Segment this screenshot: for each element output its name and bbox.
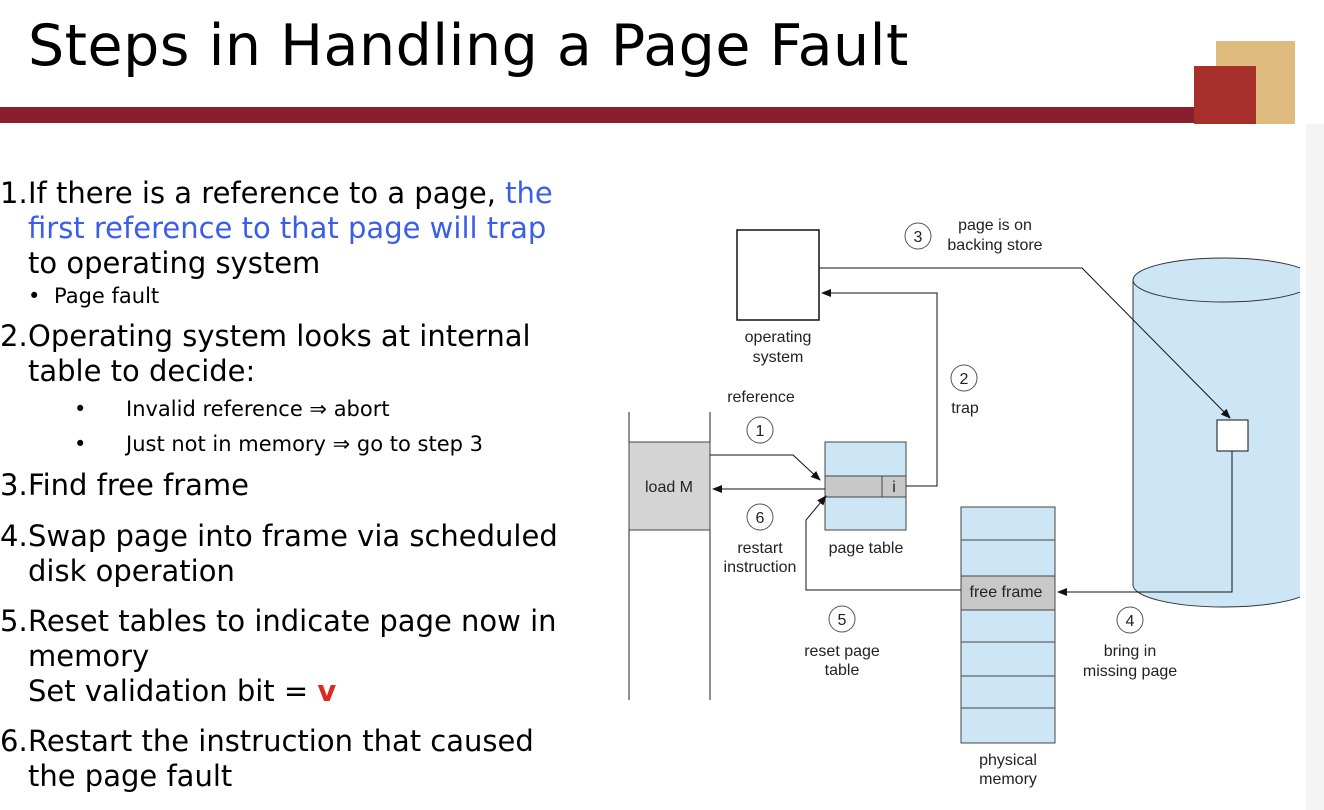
step-marker-2: 2 <box>950 364 978 392</box>
load-m-label: load M <box>645 479 693 496</box>
step-text: Restart the instruction that caused the … <box>28 724 534 793</box>
svg-text:1: 1 <box>756 423 765 440</box>
page-fault-diagram: operating system load M i page table fre… <box>628 217 1300 788</box>
svg-text:2: 2 <box>960 371 969 388</box>
operating-system-box <box>736 229 820 321</box>
step-number: 6. <box>0 724 28 758</box>
step-text: to operating system <box>28 246 321 280</box>
step-text: Reset tables to indicate page now in mem… <box>28 604 557 673</box>
free-frame <box>960 575 1056 611</box>
validation-bit-value: v <box>317 674 337 708</box>
arrow-to-disk <box>819 267 1231 419</box>
restart-label: restart <box>737 540 783 557</box>
backing-store-disk <box>1132 257 1300 608</box>
step-3: 3.Find free frame <box>0 468 580 503</box>
step-marker-1: 1 <box>746 416 774 444</box>
svg-text:6: 6 <box>756 510 765 527</box>
step-number: 5. <box>0 604 28 638</box>
step-6: 6.Restart the instruction that caused th… <box>0 724 568 794</box>
trap-label: trap <box>951 400 979 417</box>
restart-label: instruction <box>724 559 797 576</box>
slide-title: Steps in Handling a Page Fault <box>28 13 909 79</box>
reference-label: reference <box>727 389 795 406</box>
invalid-bit-label: i <box>892 479 896 496</box>
step-number: 1. <box>0 176 28 210</box>
steps-list: 1.If there is a reference to a page, the… <box>0 176 580 794</box>
physical-memory <box>960 506 1056 744</box>
step-text: Set validation bit = <box>28 674 318 708</box>
step-number: 4. <box>0 519 28 553</box>
disk-page-block <box>1216 419 1249 452</box>
backing-store-label: page is on <box>958 217 1032 234</box>
right-edge-shade <box>1306 124 1324 810</box>
arrow-bring-in <box>1057 451 1233 596</box>
svg-text:4: 4 <box>1126 613 1135 630</box>
free-frame-label: free frame <box>970 584 1043 601</box>
step-marker-6: 6 <box>746 503 774 531</box>
step-2-subitem: •Just not in memory ⇒ go to step 3 <box>74 432 483 456</box>
step-number: 2. <box>0 319 28 353</box>
backing-store-label: backing store <box>947 237 1042 254</box>
step-5: 5.Reset tables to indicate page now in m… <box>0 604 593 709</box>
step-2-subitem: •Invalid reference ⇒ abort <box>74 397 390 421</box>
step-text: Operating system looks at internal table… <box>28 319 531 388</box>
svg-text:5: 5 <box>838 612 847 629</box>
step-2: 2.Operating system looks at internal tab… <box>0 319 538 389</box>
physical-memory-label: memory <box>979 771 1037 788</box>
physical-memory-label: physical <box>979 752 1037 769</box>
svg-text:3: 3 <box>914 229 923 246</box>
load-m-instruction <box>628 441 711 531</box>
arrow-reference <box>710 454 821 481</box>
corner-decoration-red <box>1194 66 1256 124</box>
os-label: operating <box>745 329 812 346</box>
reset-table-label: reset page <box>804 643 880 660</box>
step-number: 3. <box>0 468 28 502</box>
step-highlight-text: the first reference to that page will tr… <box>28 176 553 245</box>
step-marker-5: 5 <box>828 605 856 633</box>
step-text: Find free frame <box>28 468 250 502</box>
step-marker-3: 3 <box>904 222 932 250</box>
bring-in-label: missing page <box>1083 663 1177 680</box>
arrow-trap <box>821 289 938 487</box>
step-marker-4: 4 <box>1116 606 1144 634</box>
title-underline-bar <box>0 107 1194 123</box>
step-text: If there is a reference to a page, <box>28 176 506 210</box>
reset-table-label: table <box>825 662 860 679</box>
step-1-subitem: •Page fault <box>28 284 160 308</box>
step-1: 1.If there is a reference to a page, the… <box>0 176 568 281</box>
bring-in-label: bring in <box>1104 643 1156 660</box>
page-table-label: page table <box>829 540 904 557</box>
step-text: Swap page into frame via scheduled disk … <box>28 519 558 588</box>
os-label: system <box>753 349 804 366</box>
step-4: 4.Swap page into frame via scheduled dis… <box>0 519 588 589</box>
arrow-reset-table <box>805 495 961 591</box>
